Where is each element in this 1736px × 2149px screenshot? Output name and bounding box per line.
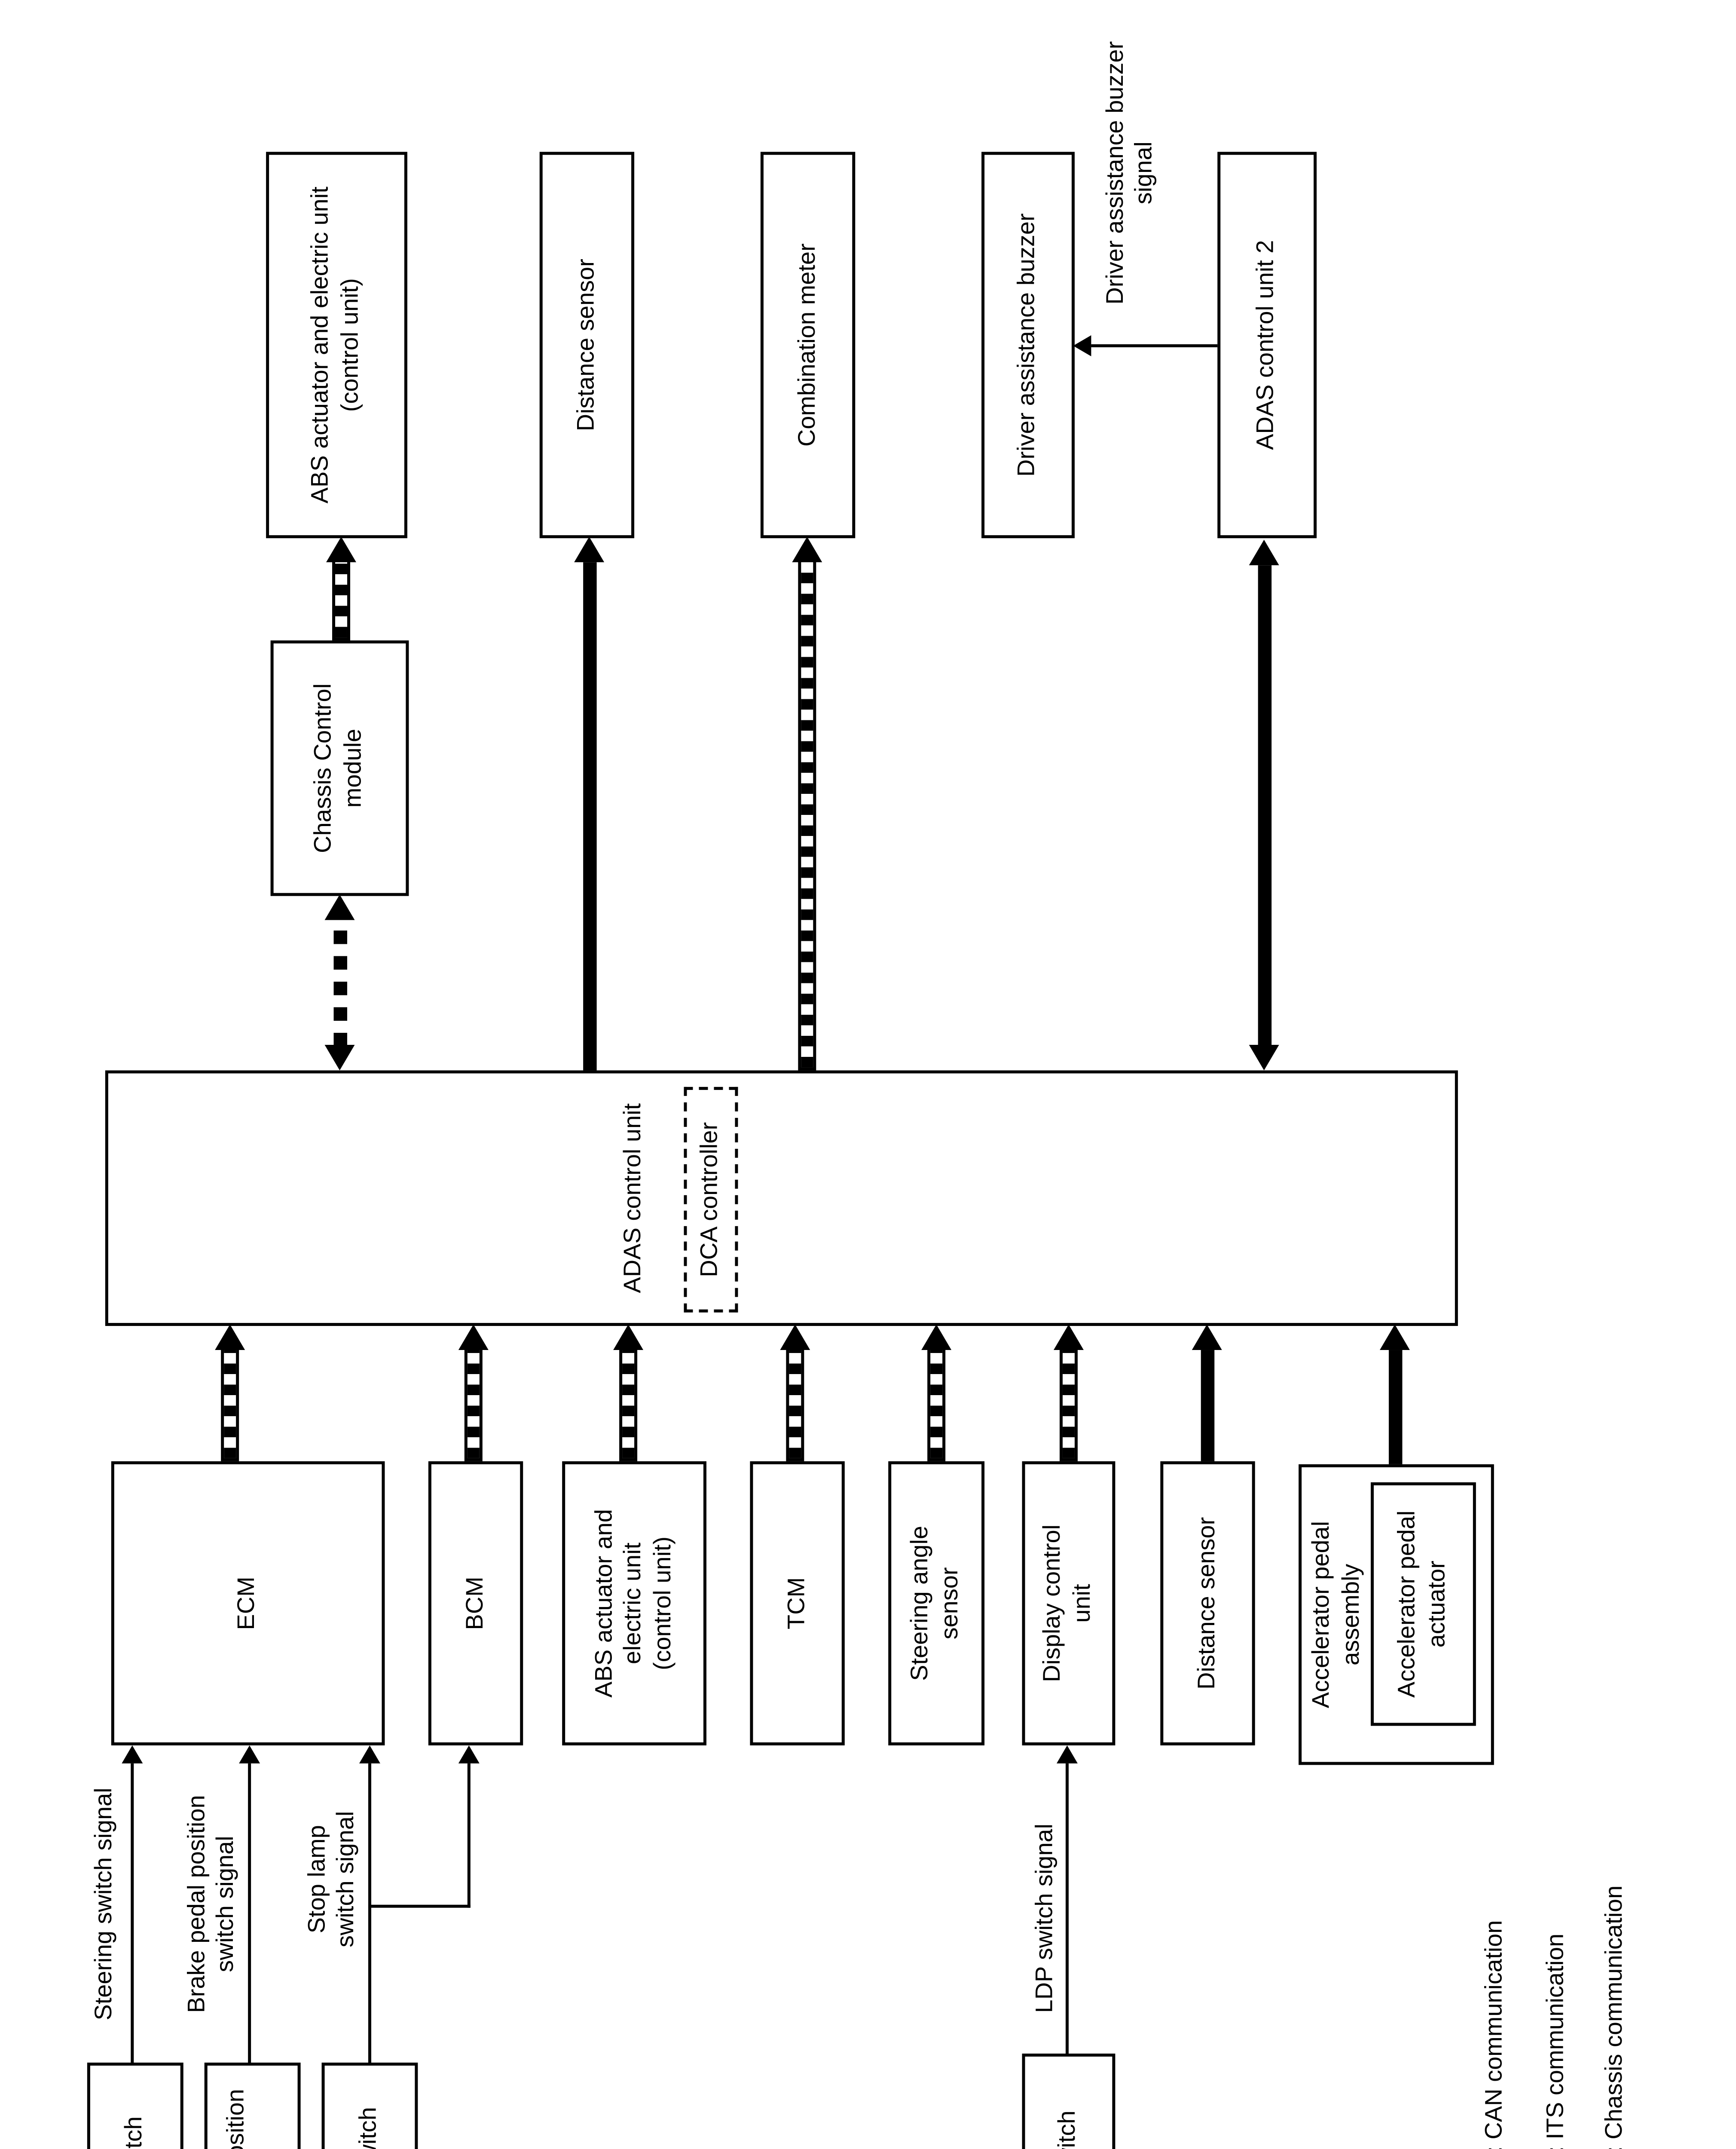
accelerator-pedal-assembly-label: Accelerator pedal assembly — [1309, 1521, 1364, 1708]
can-arrow-tcm-shaft — [786, 1344, 804, 1461]
brake-switch-signal-label: Brake pedal position switch signal — [185, 1795, 239, 2013]
buzzer-signal-arrowhead — [1073, 335, 1091, 356]
steering-switch-signal-arrowhead — [122, 1745, 143, 1763]
can-arrow-steering-angle-shaft — [927, 1344, 946, 1461]
tcm-box: TCM — [750, 1461, 845, 1745]
dca-controller-box: DCA controller — [684, 1087, 738, 1313]
can-arrow-abs-head — [613, 1324, 644, 1350]
its-arrow-distance-shaft — [1201, 1350, 1215, 1461]
can-arrow-steering-angle-head — [921, 1324, 952, 1350]
bcm-box: BCM — [428, 1461, 523, 1745]
chassis-arrow-right-head — [324, 894, 355, 920]
legend-chassis-label: : Chassis communication — [1602, 1885, 1628, 2149]
accelerator-pedal-assembly-box: Accelerator pedal assembly Accelerator p… — [1299, 1464, 1494, 1765]
can-arrow-chassis-to-abs-head — [326, 536, 356, 563]
accelerator-pedal-actuator-box: Accelerator pedal actuator — [1370, 1482, 1476, 1726]
can-arrow-bcm-head — [458, 1324, 489, 1350]
abs-actuator-input-box: ABS actuator and electric unit (control … — [562, 1461, 706, 1745]
can-arrow-to-combination-meter-shaft — [798, 556, 816, 1071]
buzzer-signal-wire — [1091, 344, 1218, 347]
driver-assistance-buzzer-box: Driver assistance buzzer — [981, 152, 1075, 539]
can-arrow-tcm-head — [780, 1324, 810, 1350]
can-arrow-abs-shaft — [619, 1344, 638, 1461]
its-arrow-accel-head — [1379, 1324, 1410, 1350]
ldp-switch-signal-wire — [1065, 1763, 1069, 2054]
chassis-arrow-shaft — [333, 920, 347, 1047]
its-arrow-to-distance-out-head — [574, 536, 605, 563]
its-arrow-accel-shaft — [1388, 1350, 1403, 1464]
steering-angle-sensor-box: Steering angle sensor — [888, 1461, 985, 1745]
brake-switch-signal-arrowhead — [239, 1745, 260, 1763]
chassis-arrow-left-head — [324, 1044, 355, 1071]
can-arrow-ecm-head — [215, 1324, 245, 1350]
stop-lamp-branch-arrowhead — [458, 1745, 480, 1763]
can-arrow-bcm-shaft — [464, 1344, 483, 1461]
its-arrow-distance-head — [1192, 1324, 1222, 1350]
brake-pedal-position-switch-box: Brake pedal position switch — [204, 2062, 301, 2149]
stop-lamp-branch-vertical — [368, 1904, 471, 1908]
its-arrow-adas2-left-head — [1249, 1044, 1279, 1071]
can-arrow-display-shaft — [1059, 1344, 1078, 1461]
ldp-switch-signal-label: LDP switch signal — [1032, 1823, 1058, 2013]
combination-meter-box: Combination meter — [760, 152, 856, 539]
ecm-box: ECM — [111, 1461, 385, 1745]
can-arrow-ecm-shaft — [221, 1344, 239, 1461]
can-arrow-display-head — [1053, 1324, 1084, 1350]
distance-sensor-input-box: Distance sensor — [1160, 1461, 1255, 1745]
adas-control-unit-2-box: ADAS control unit 2 — [1217, 152, 1317, 539]
its-arrow-adas2-right-head — [1249, 539, 1279, 566]
steering-switch-signal-label: Steering switch signal — [92, 1788, 117, 2020]
adas-control-unit-label: ADAS control unit — [620, 1103, 647, 1293]
its-arrow-adas2-shaft — [1258, 565, 1272, 1047]
stop-lamp-switch-box: Stop lamp switch — [321, 2062, 418, 2149]
display-control-unit-box: Display control unit — [1022, 1461, 1116, 1745]
adas-control-unit-box: ADAS control unit DCA controller — [105, 1070, 1458, 1326]
steering-switch-box: Steering switch — [87, 2062, 183, 2149]
its-arrow-to-distance-out-shaft — [583, 562, 597, 1071]
distance-sensor-output-box: Distance sensor — [539, 152, 635, 539]
chassis-control-module-box: Chassis Control module — [270, 640, 409, 896]
buzzer-signal-label: Driver assistance buzzer signal — [1103, 41, 1158, 305]
can-arrow-chassis-to-abs-shaft — [332, 556, 350, 641]
legend-can-label: : CAN communication — [1482, 1920, 1508, 2149]
stop-lamp-signal-wire — [368, 1763, 371, 2063]
can-arrow-to-combination-meter-head — [792, 536, 822, 563]
steering-switch-signal-wire — [131, 1763, 134, 2063]
abs-actuator-output-box: ABS actuator and electric unit (control … — [266, 152, 407, 539]
brake-switch-signal-wire — [248, 1763, 251, 2063]
legend-its-label: : ITS communication — [1543, 1933, 1569, 2149]
stop-lamp-branch-to-bcm — [467, 1763, 471, 1908]
stop-lamp-signal-arrowhead — [359, 1745, 380, 1763]
stop-lamp-signal-label: Stop lamp switch signal — [305, 1811, 360, 1947]
